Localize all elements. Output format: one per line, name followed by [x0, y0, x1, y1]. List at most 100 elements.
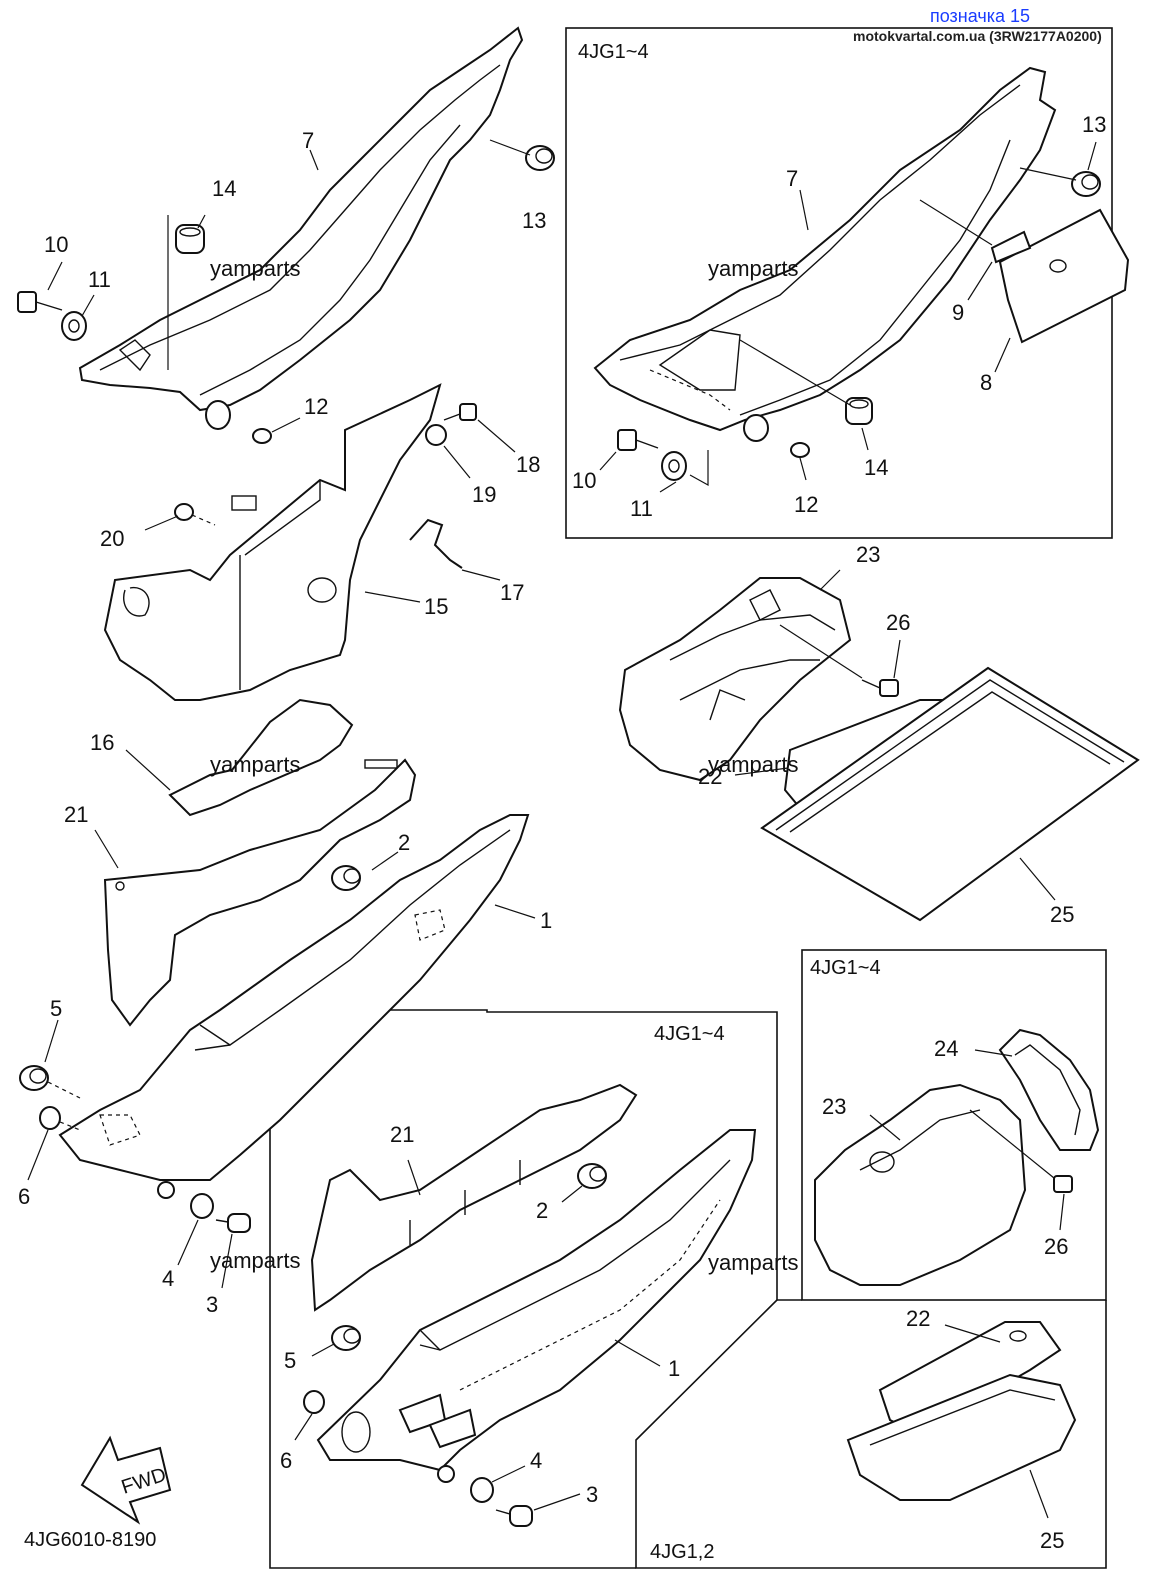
label-c-18: 18: [516, 452, 540, 477]
screw-l-3: [215, 1213, 251, 1233]
screw-b-3: [495, 1505, 533, 1527]
leader-br-23: [869, 1114, 901, 1141]
plate-c-16: [168, 698, 354, 817]
leader-r-26-a: [779, 624, 863, 679]
leader-tl-12: [271, 417, 301, 433]
leader-tr-13-a: [1019, 167, 1077, 181]
label-b-2: 2: [536, 1198, 548, 1223]
leader-c-15: [364, 591, 421, 603]
leader-br-26: [1059, 1193, 1065, 1231]
label-bb-22: 22: [906, 1306, 930, 1331]
leader-r-25: [1019, 857, 1056, 901]
leader-b-3: [533, 1493, 581, 1511]
leader-l-5: [44, 1019, 59, 1063]
grommet-tr-14: [845, 397, 873, 425]
label-tr-14: 14: [864, 455, 888, 480]
leader-tr-14: [861, 427, 869, 451]
battery-box: [103, 383, 442, 701]
label-br-23: 23: [822, 1094, 846, 1119]
leader-tr-11-b: [689, 450, 709, 487]
tool-case-br-23: [814, 1083, 1027, 1286]
manual-r-25: [760, 666, 1140, 922]
collar-tl-11: [61, 311, 87, 341]
label-l-1: 1: [540, 908, 552, 933]
label-b-5: 5: [284, 1348, 296, 1373]
bolt-tl-10: [17, 291, 63, 313]
label-l-4: 4: [162, 1266, 174, 1291]
grommet-b-2: [577, 1163, 607, 1189]
label-tr-8: 8: [980, 370, 992, 395]
label-r-26: 26: [886, 610, 910, 635]
leader-tl-13: [489, 139, 531, 156]
label-c-19: 19: [472, 482, 496, 507]
page-title: позначка 15: [930, 6, 1031, 26]
leader-tr-7: [799, 189, 809, 231]
leader-r-22: [734, 767, 789, 776]
label-c-20: 20: [100, 526, 124, 551]
label-b-6: 6: [280, 1448, 292, 1473]
label-tr-7: 7: [786, 166, 798, 191]
label-tl-10: 10: [44, 232, 68, 257]
bracket-br-24: [998, 1028, 1100, 1151]
grommet-tr-13: [1071, 171, 1101, 197]
leader-tr-12: [799, 457, 807, 481]
source-caption: motokvartal.com.ua (3RW2177A0200): [853, 28, 1102, 44]
leader-tr-11: [659, 481, 677, 493]
label-l-2: 2: [398, 830, 410, 855]
label-r-25: 25: [1050, 902, 1074, 927]
label-tl-13: 13: [522, 208, 546, 233]
leader-tl-7: [309, 149, 319, 171]
label-tr-11: 11: [630, 496, 653, 521]
leader-c-20: [144, 515, 179, 531]
grommet-b-5: [331, 1325, 361, 1351]
label-tl-14: 14: [212, 176, 236, 201]
tool-case-r-23: [618, 577, 852, 782]
label-tr-9: 9: [952, 300, 964, 325]
grommet-tl-13: [525, 145, 555, 171]
box-label-bottom-center: 4JG1~4: [654, 1023, 725, 1045]
watermark-2: yamparts: [210, 752, 300, 777]
bolt-br-26: [1053, 1175, 1073, 1193]
inner-panel-l-21: [103, 758, 417, 1027]
box-bottom-right: [635, 1299, 1107, 1569]
fwd-arrow-icon: FWD: [80, 1435, 172, 1525]
leader-tr-14-a: [739, 339, 851, 406]
leader-l-4: [177, 1219, 199, 1266]
watermark-4: yamparts: [708, 752, 798, 777]
label-tr-12: 12: [794, 492, 818, 517]
manual-bb-25: [846, 1373, 1077, 1501]
leader-b-6: [294, 1413, 313, 1441]
leader-b-5: [311, 1343, 335, 1357]
grommet-l-5: [19, 1065, 81, 1099]
leader-tr-13: [1087, 141, 1097, 171]
box-label-bottom-right: 4JG1,2: [650, 1541, 714, 1563]
leader-l-1: [494, 904, 536, 919]
watermark-6: yamparts: [708, 1250, 798, 1275]
leader-l-2: [371, 851, 399, 871]
bolt-r-26: [861, 679, 899, 697]
leader-b-1: [614, 1339, 661, 1367]
leader-r-23: [819, 569, 841, 591]
label-b-4: 4: [530, 1448, 542, 1473]
label-b-1: 1: [668, 1356, 680, 1381]
leader-r-26: [893, 639, 901, 679]
leader-bb-25: [1029, 1469, 1049, 1519]
box-bottom-center-top: [270, 1009, 802, 1301]
label-tl-11: 11: [88, 267, 111, 292]
leader-b-4: [491, 1465, 526, 1483]
leader-bb-22: [944, 1324, 1001, 1343]
label-r-22: 22: [698, 764, 722, 789]
label-tl-7: 7: [302, 128, 314, 153]
leader-tr-9: [967, 261, 993, 301]
box-mid-right: [801, 949, 1107, 1301]
label-tr-13: 13: [1082, 112, 1106, 137]
watermark-1: yamparts: [210, 256, 300, 281]
leader-c-16: [125, 749, 171, 791]
label-b-21: 21: [390, 1122, 414, 1147]
label-tr-9-sticker: [990, 230, 1032, 264]
collar-c-19: [425, 424, 447, 446]
watermark-5: yamparts: [210, 1248, 300, 1273]
bracket-c-17: [409, 518, 463, 569]
grommet-tl-14: [175, 224, 205, 254]
